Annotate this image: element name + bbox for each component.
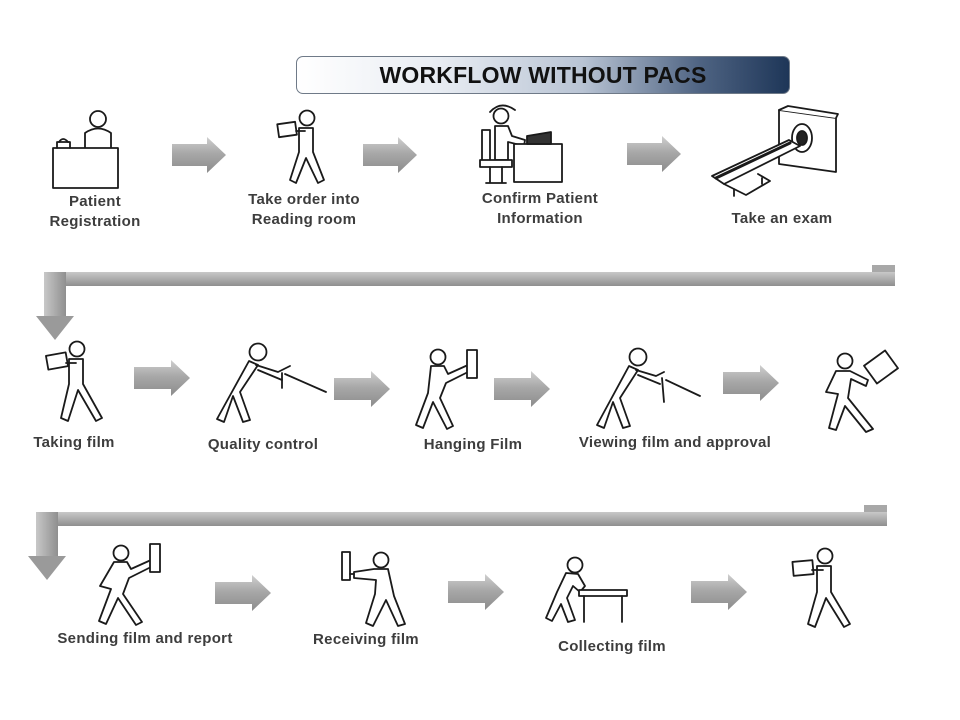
flow-arrow: [723, 365, 779, 401]
step-label-line: Reading room: [251, 211, 357, 228]
flow-arrow: [172, 137, 226, 173]
step-label-line: Hanging Film: [423, 436, 523, 453]
step-label-line: Take order into: [248, 191, 360, 208]
step-label-take-exam: Take an exam: [712, 209, 852, 229]
person-carrying-film-icon: [45, 340, 103, 422]
step-label-receiving-film: Receiving film: [296, 630, 436, 650]
row-connector-arrow: [28, 505, 887, 580]
step-label-line: Viewing film and approval: [578, 434, 772, 451]
flow-arrow: [363, 137, 417, 173]
step-label-patient-registration: Patient Registration: [30, 192, 160, 232]
person-tossing-film-icon: [825, 349, 899, 433]
step-label-confirm-patient: Confirm Patient Information: [470, 189, 610, 229]
flow-arrow: [334, 371, 390, 407]
flow-arrow: [134, 360, 190, 396]
step-label-line: Quality control: [207, 436, 319, 453]
ct-scanner-icon: [711, 105, 839, 197]
step-label-line: Take an exam: [731, 210, 833, 227]
step-label-viewing-film: Viewing film and approval: [560, 433, 790, 453]
person-at-computer-icon: [479, 104, 563, 184]
flow-arrow: [448, 574, 504, 610]
flow-arrow: [494, 371, 550, 407]
row-connector-arrow: [36, 265, 895, 340]
person-hanging-film-icon: [415, 348, 478, 430]
step-label-line: Taking film: [33, 434, 115, 451]
step-label-line: Confirm Patient: [481, 190, 599, 207]
person-viewing-film-icon: [596, 347, 701, 429]
step-label-line: Collecting film: [558, 638, 666, 655]
person-sending-film-icon: [98, 543, 161, 626]
flow-arrow: [627, 136, 681, 172]
step-label-hanging-film: Hanging Film: [406, 435, 540, 455]
step-label-take-order: Take order into Reading room: [234, 190, 374, 230]
step-label-line: Sending film and report: [57, 630, 233, 647]
reception-desk-icon: [52, 110, 119, 189]
flow-arrow: [691, 574, 747, 610]
step-label-line: Receiving film: [313, 631, 419, 648]
step-label-line: Information: [497, 210, 583, 227]
step-label-taking-film: Taking film: [14, 433, 134, 453]
title-banner: WORKFLOW WITHOUT PACS: [296, 56, 790, 94]
person-carrying-film-icon: [791, 547, 851, 628]
step-label-line: Registration: [49, 213, 141, 230]
page-title: WORKFLOW WITHOUT PACS: [379, 61, 707, 88]
step-label-sending-film: Sending film and report: [40, 629, 250, 649]
step-label-collecting-film: Collecting film: [542, 637, 682, 657]
person-receiving-film-icon: [341, 551, 406, 627]
person-inspecting-film-icon: [216, 342, 327, 423]
step-label-quality-control: Quality control: [193, 435, 333, 455]
step-label-line: Patient: [68, 193, 122, 210]
person-carrying-order-icon: [276, 109, 325, 184]
flow-arrow: [215, 575, 271, 611]
person-at-table-icon: [545, 556, 628, 623]
